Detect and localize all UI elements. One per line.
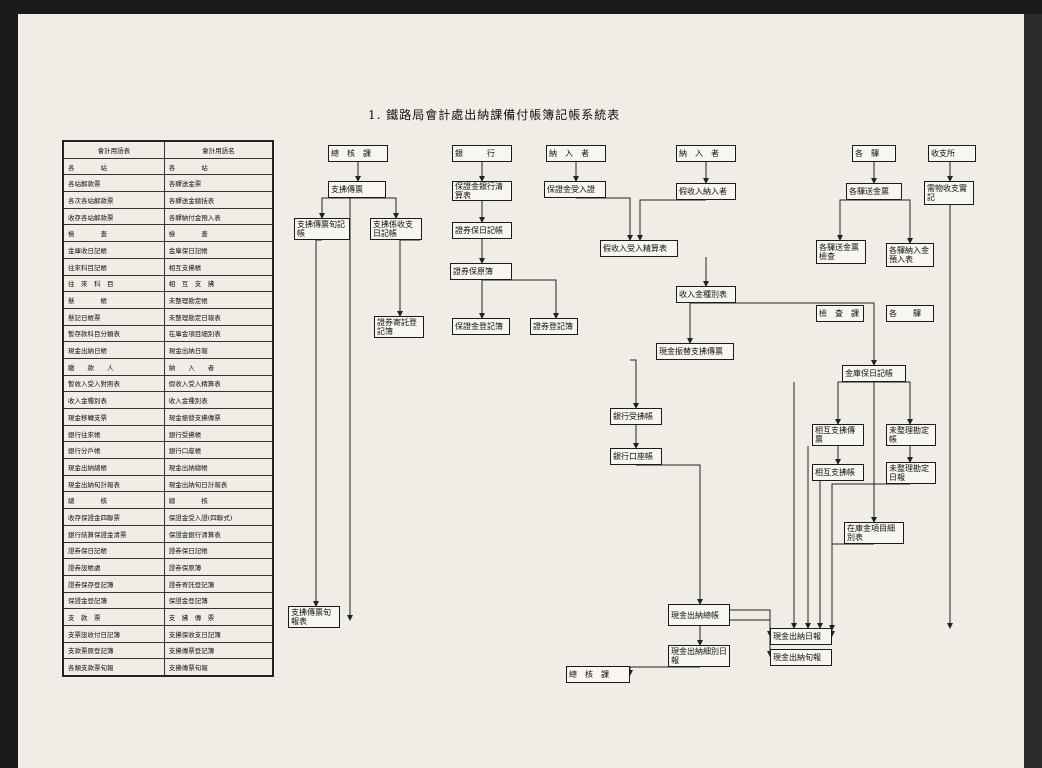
box-genkin-junpo: 現金出納旬報 [770, 649, 832, 666]
flow-arrow [636, 464, 703, 605]
terminology-row: 懸記日帳票未整理勘定日報表 [62, 307, 274, 326]
box-shiharaikakari: 支拂係收支日記帳 [370, 218, 422, 240]
term-japanese-cell: 會計用語名 [163, 140, 274, 159]
flow-arrow [397, 239, 420, 317]
flow-arrow [874, 199, 913, 244]
box-karishu-nonyusha: 假收入納入者 [676, 183, 736, 200]
flow-arrow [730, 619, 773, 657]
box-kakueki-sokin: 各驛送金票 [846, 183, 902, 200]
flow-arrow [482, 279, 559, 319]
flow-arrow [319, 197, 358, 219]
box-kakueki-nonyu: 各驛納入金預入表 [886, 243, 934, 267]
flow-arrow [358, 197, 399, 219]
box-shoken-hibo: 證券保日記帳 [452, 222, 512, 239]
box-kakueki-2: 各 驛 [886, 305, 934, 322]
flow-arrow [874, 381, 913, 425]
flow-arrow [630, 359, 639, 409]
box-sogo-shiharai: 相互支拂帳 [812, 464, 864, 481]
flow-arrow [706, 302, 877, 366]
term-chinese-cell: 會計用語表 [62, 140, 165, 159]
terminology-header-row: 會計用語表會計用語名 [62, 140, 274, 159]
terminology-row: 各類支款票旬報支拂傳票旬報 [62, 658, 274, 677]
page-edge [1024, 14, 1042, 768]
box-zaiko-saibetsu: 在庫金項目細別表 [844, 522, 904, 544]
box-nonyusha-2: 納 入 者 [676, 145, 736, 162]
terminology-row: 各 站各 站 [62, 157, 274, 176]
box-sogo-denpyo: 相互支拂傳票 [812, 424, 864, 446]
box-shoken-genbo: 證券保原簿 [450, 263, 512, 280]
box-genkin-sochobo: 現金出納總帳 [668, 604, 730, 626]
box-miseiri-nippo: 未整理勘定日報 [886, 462, 936, 484]
box-miseiri-kanjo: 未整理勘定帳 [886, 424, 936, 446]
page-title: 1. 鐵路局會計處出納課備付帳簿記帳系統表 [368, 108, 621, 122]
flow-arrow [637, 199, 706, 241]
box-seihin-shushi: 需物收支實記 [924, 181, 974, 205]
box-shiharai-denpyo: 支拂傳票 [328, 181, 386, 198]
term-chinese-cell: 各類支款票旬報 [62, 658, 165, 677]
box-kinko-hibo: 金庫保日記帳 [842, 365, 906, 382]
box-genkin-furikae: 現金振替支拂傳票 [656, 343, 734, 360]
box-shiharai-junpo: 支拂傳票旬報表 [288, 606, 340, 628]
flow-arrow [576, 197, 633, 241]
flow-arrow [837, 199, 874, 241]
box-shushisho: 收支所 [928, 145, 976, 162]
flow-arrow [829, 483, 910, 637]
terminology-row: 各次各站解款票各驛送金總括表 [62, 191, 274, 209]
terminology-row: 金庫收日記帳金庫保日記帳 [62, 241, 274, 259]
box-shunyu-shubetsu: 收入金種別表 [676, 286, 736, 303]
box-hoshokin-ukeire: 保證金受入證 [544, 181, 606, 198]
box-hoshokin-toroku: 保證金登記簿 [452, 318, 510, 335]
terminology-table: 會計用語表會計用語名各 站各 站各站解款票各驛送金票各次各站解款票各驛送金總括表… [62, 140, 274, 677]
terminology-row: 支款票原登記簿支拂傳票登記簿 [62, 641, 274, 660]
terminology-row: 懸 帳未整理勘定帳 [62, 291, 274, 309]
terminology-row: 檢 查檢 查 [62, 224, 274, 243]
terminology-row: 暫存款科目分類表在庫金項目細別表 [62, 324, 274, 343]
terminology-row: 往來科目記帳相互支拂帳 [62, 257, 274, 276]
flow-arrow [730, 609, 773, 637]
box-sokakka-2: 總 核 課 [566, 666, 630, 683]
terminology-row: 證券保存登記簿證券寄託登記簿 [62, 574, 274, 593]
box-kakueki-sokin-kensa: 各驛送金票檢查 [816, 240, 866, 264]
terminology-row: 保證金登記簿保證金登記簿 [62, 591, 274, 610]
box-ginko-ukebarai: 銀行受拂帳 [610, 408, 662, 425]
terminology-row: 銀行往來帳銀行受拂帳 [62, 424, 274, 443]
terminology-row: 暫收入受入對照表假收入受入精算表 [62, 374, 274, 393]
box-ginko-koza: 銀行口座帳 [610, 448, 662, 465]
box-kensaka: 檢 査 課 [816, 305, 864, 322]
flow-arrow [313, 239, 322, 607]
flow-arrow [627, 666, 700, 676]
terminology-row: 銀行分戶帳銀行口座帳 [62, 441, 274, 460]
flow-arrow [835, 381, 874, 425]
box-genkin-nippo: 現金出納日報 [770, 628, 832, 645]
box-sokakka: 總 核 課 [328, 145, 388, 162]
box-shiharai-kyoshu: 支拂傳票旬記帳 [294, 218, 350, 240]
box-kakueki: 各 驛 [852, 145, 896, 162]
terminology-row: 繳 款 人納 入 者 [62, 357, 274, 376]
term-japanese-cell: 支拂傳票旬報 [163, 658, 274, 677]
box-shoken-toroku: 證券登記簿 [530, 318, 578, 335]
box-nonyusha: 納 入 者 [546, 145, 606, 162]
flow-arrow [829, 543, 874, 631]
box-genkin-saibetsu: 現金出納細別日報 [668, 645, 730, 667]
box-hoshokin-ginko: 保證金銀行清算表 [452, 181, 512, 201]
box-shoken-kishaku: 證券寄託登記簿 [374, 316, 424, 338]
box-karishu-seisan: 假收入受入精算表 [600, 240, 678, 257]
flow-arrow [687, 302, 706, 344]
terminology-row: 證券設帳處證券保原簿 [62, 558, 274, 576]
terminology-row: 收存各站解款票各驛納付金預入表 [62, 207, 274, 226]
term-chinese-cell: 現金出納日帳 [62, 341, 165, 359]
box-ginko: 銀 行 [452, 145, 512, 162]
